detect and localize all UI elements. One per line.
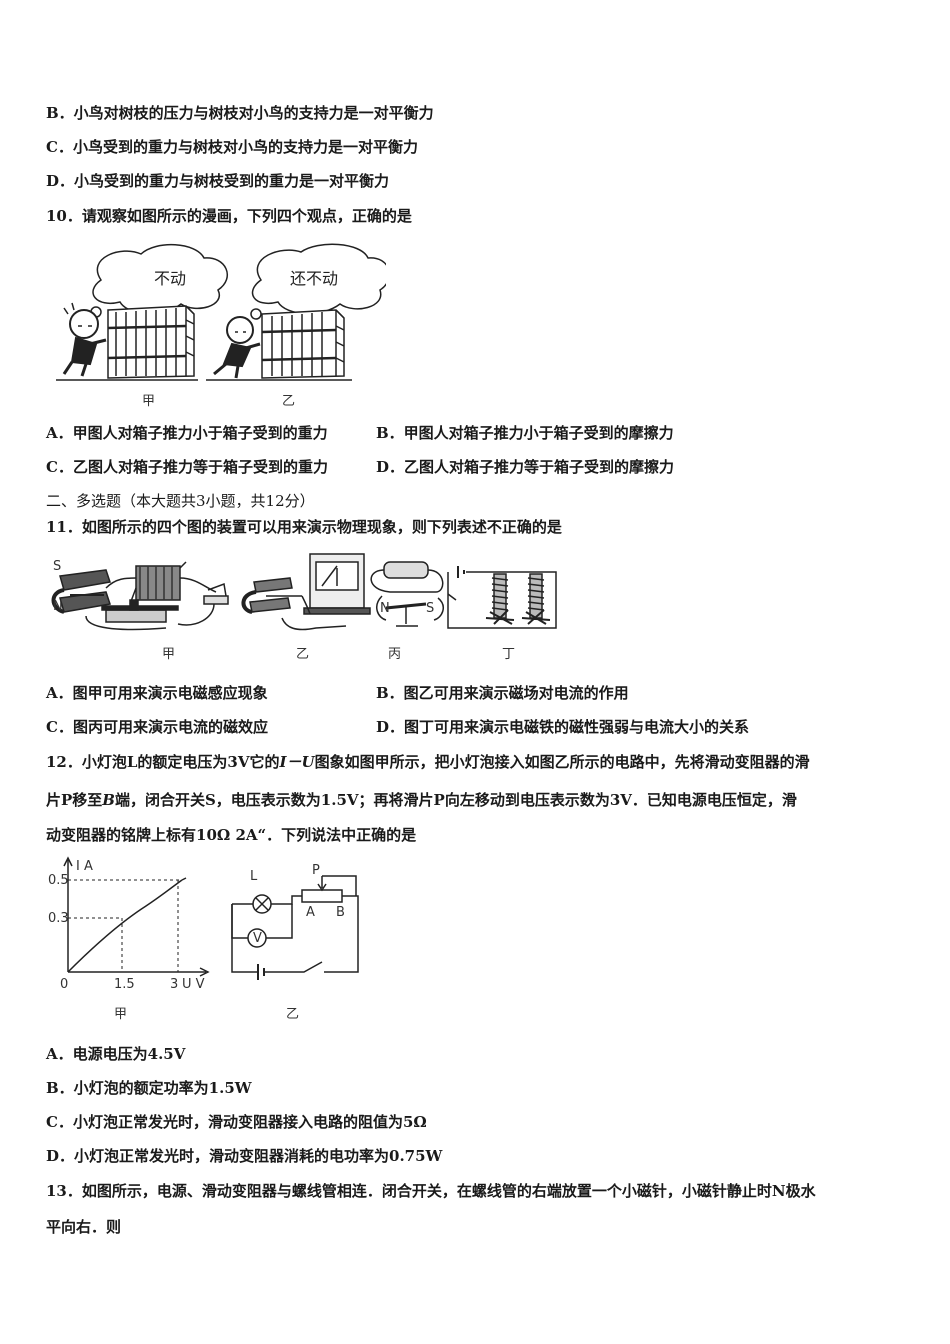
caption-bing: 丙 (388, 647, 401, 662)
label-s: S (53, 559, 61, 574)
apparatus-yi (241, 553, 371, 631)
apparatus-ding (447, 566, 557, 629)
q13-stem-line1: 13．如图所示，电源、滑动变阻器与螺线管相连．闭合开关，在螺线管的右端放置一个小… (46, 1182, 816, 1200)
caption-yi: 乙 (282, 394, 295, 409)
q12-option-a: A．电源电压为4.5V (46, 1045, 186, 1063)
label-n: N (53, 599, 63, 614)
circuit-label-l: L (250, 869, 258, 884)
q12-stem-line2: 片P移至B端，闭合开关S，电压表示数为1.5V；再将滑片P向左移动到电压表示数为… (46, 789, 797, 810)
graph-x-mid: 1.5 (114, 977, 135, 992)
circuit-label-a: A (306, 905, 315, 920)
section-heading: 二、多选题（本大题共3小题，共12分） (46, 492, 315, 510)
q12-line2-part-a: 片P移至 (46, 791, 103, 809)
q12-option-c: C．小灯泡正常发光时，滑动变阻器接入电路的阻值为5Ω (46, 1113, 427, 1131)
circuit-label-b: B (336, 905, 345, 920)
q10-stem: 10．请观察如图所示的漫画，下列四个观点，正确的是 (46, 207, 412, 225)
q9-option-b: B．小鸟对树枝的压力与树枝对小鸟的支持力是一对平衡力 (46, 104, 434, 122)
crate-right (261, 309, 345, 379)
q12-option-b: B．小灯泡的额定功率为1.5W (46, 1079, 252, 1097)
graph-x-end: 3 (170, 977, 178, 992)
caption-ding: 丁 (502, 647, 515, 662)
label-n-bing: N (380, 601, 390, 616)
caption-yi-11: 乙 (296, 647, 309, 662)
q9-option-d: D．小鸟受到的重力与树枝受到的重力是一对平衡力 (46, 172, 390, 190)
graph-origin: 0 (60, 977, 68, 992)
iu-graph (63, 856, 210, 977)
q10-option-a: A．甲图人对箱子推力小于箱子受到的重力 (46, 424, 328, 442)
crate-left (107, 305, 195, 379)
label-s-bing: S (426, 601, 434, 616)
voltmeter-v: V (253, 931, 262, 946)
q11-option-b: B．图乙可用来演示磁场对电流的作用 (376, 684, 629, 702)
q11-option-d: D．图丁可用来演示电磁铁的磁性强弱与电流大小的关系 (376, 718, 750, 736)
circuit-caption: 乙 (286, 1007, 299, 1022)
q12-line1-italic: I－U (279, 753, 315, 771)
q12-line1-part-a: 12．小灯泡L的额定电压为3V它的 (46, 753, 280, 771)
graph-caption: 甲 (114, 1007, 127, 1022)
apparatus-bing (370, 561, 444, 627)
bubble-text-right: 还不动 (290, 269, 338, 288)
q11-apparatus-figure: S N 甲 乙 N S 丙 丁 (51, 553, 557, 662)
q9-option-c: C．小鸟受到的重力与树枝对小鸟的支持力是一对平衡力 (46, 138, 418, 156)
q12-option-d: D．小灯泡正常发光时，滑动变阻器消耗的电功率为0.75W (46, 1147, 443, 1165)
caption-jia-11: 甲 (162, 647, 175, 662)
graph-xlabel: U V (182, 977, 205, 992)
q13-stem-line2: 平向右．则 (46, 1218, 122, 1236)
circuit-label-p: P (312, 863, 320, 878)
person-right (213, 316, 261, 379)
q10-option-d: D．乙图人对箱子推力等于箱子受到的摩擦力 (376, 458, 675, 476)
circuit-diagram (231, 875, 359, 980)
q11-option-a: A．图甲可用来演示电磁感应现象 (46, 684, 268, 702)
q11-stem: 11．如图所示的四个图的装置可以用来演示物理现象，则下列表述不正确的是 (46, 518, 562, 536)
q12-figure: I A 0.5 0.3 0 1.5 3 U V 甲 L P A B V 乙 (48, 856, 359, 1022)
caption-jia: 甲 (142, 394, 155, 409)
apparatus-jia (51, 561, 229, 631)
bubble-text-left: 不动 (154, 269, 186, 288)
q12-stem-line3: 动变阻器的铭牌上标有10Ω 2A“．下列说法中正确的是 (46, 826, 417, 844)
q12-stem-line1: 12．小灯泡L的额定电压为3V它的I－U图象如图甲所示，把小灯泡接入如图乙所示的… (46, 751, 810, 772)
q12-line2-italic: B (102, 791, 115, 809)
q10-option-b: B．甲图人对箱子推力小于箱子受到的摩擦力 (376, 424, 674, 442)
graph-ylabel: I A (76, 859, 93, 874)
person-left (62, 302, 107, 377)
graph-y-mid: 0.3 (48, 911, 69, 926)
q12-line2-part-c: 端，闭合开关S，电压表示数为1.5V；再将滑片P向左移动到电压表示数为3V．已知… (114, 791, 797, 809)
q11-option-c: C．图丙可用来演示电流的磁效应 (46, 718, 268, 736)
q10-option-c: C．乙图人对箱子推力等于箱子受到的重力 (46, 458, 328, 476)
graph-y-top: 0.5 (48, 873, 69, 888)
q10-cartoon-figure: 不动 还不动 甲 乙 (56, 243, 386, 409)
q12-line1-part-c: 图象如图甲所示，把小灯泡接入如图乙所示的电路中，先将滑动变阻器的滑 (314, 753, 810, 771)
